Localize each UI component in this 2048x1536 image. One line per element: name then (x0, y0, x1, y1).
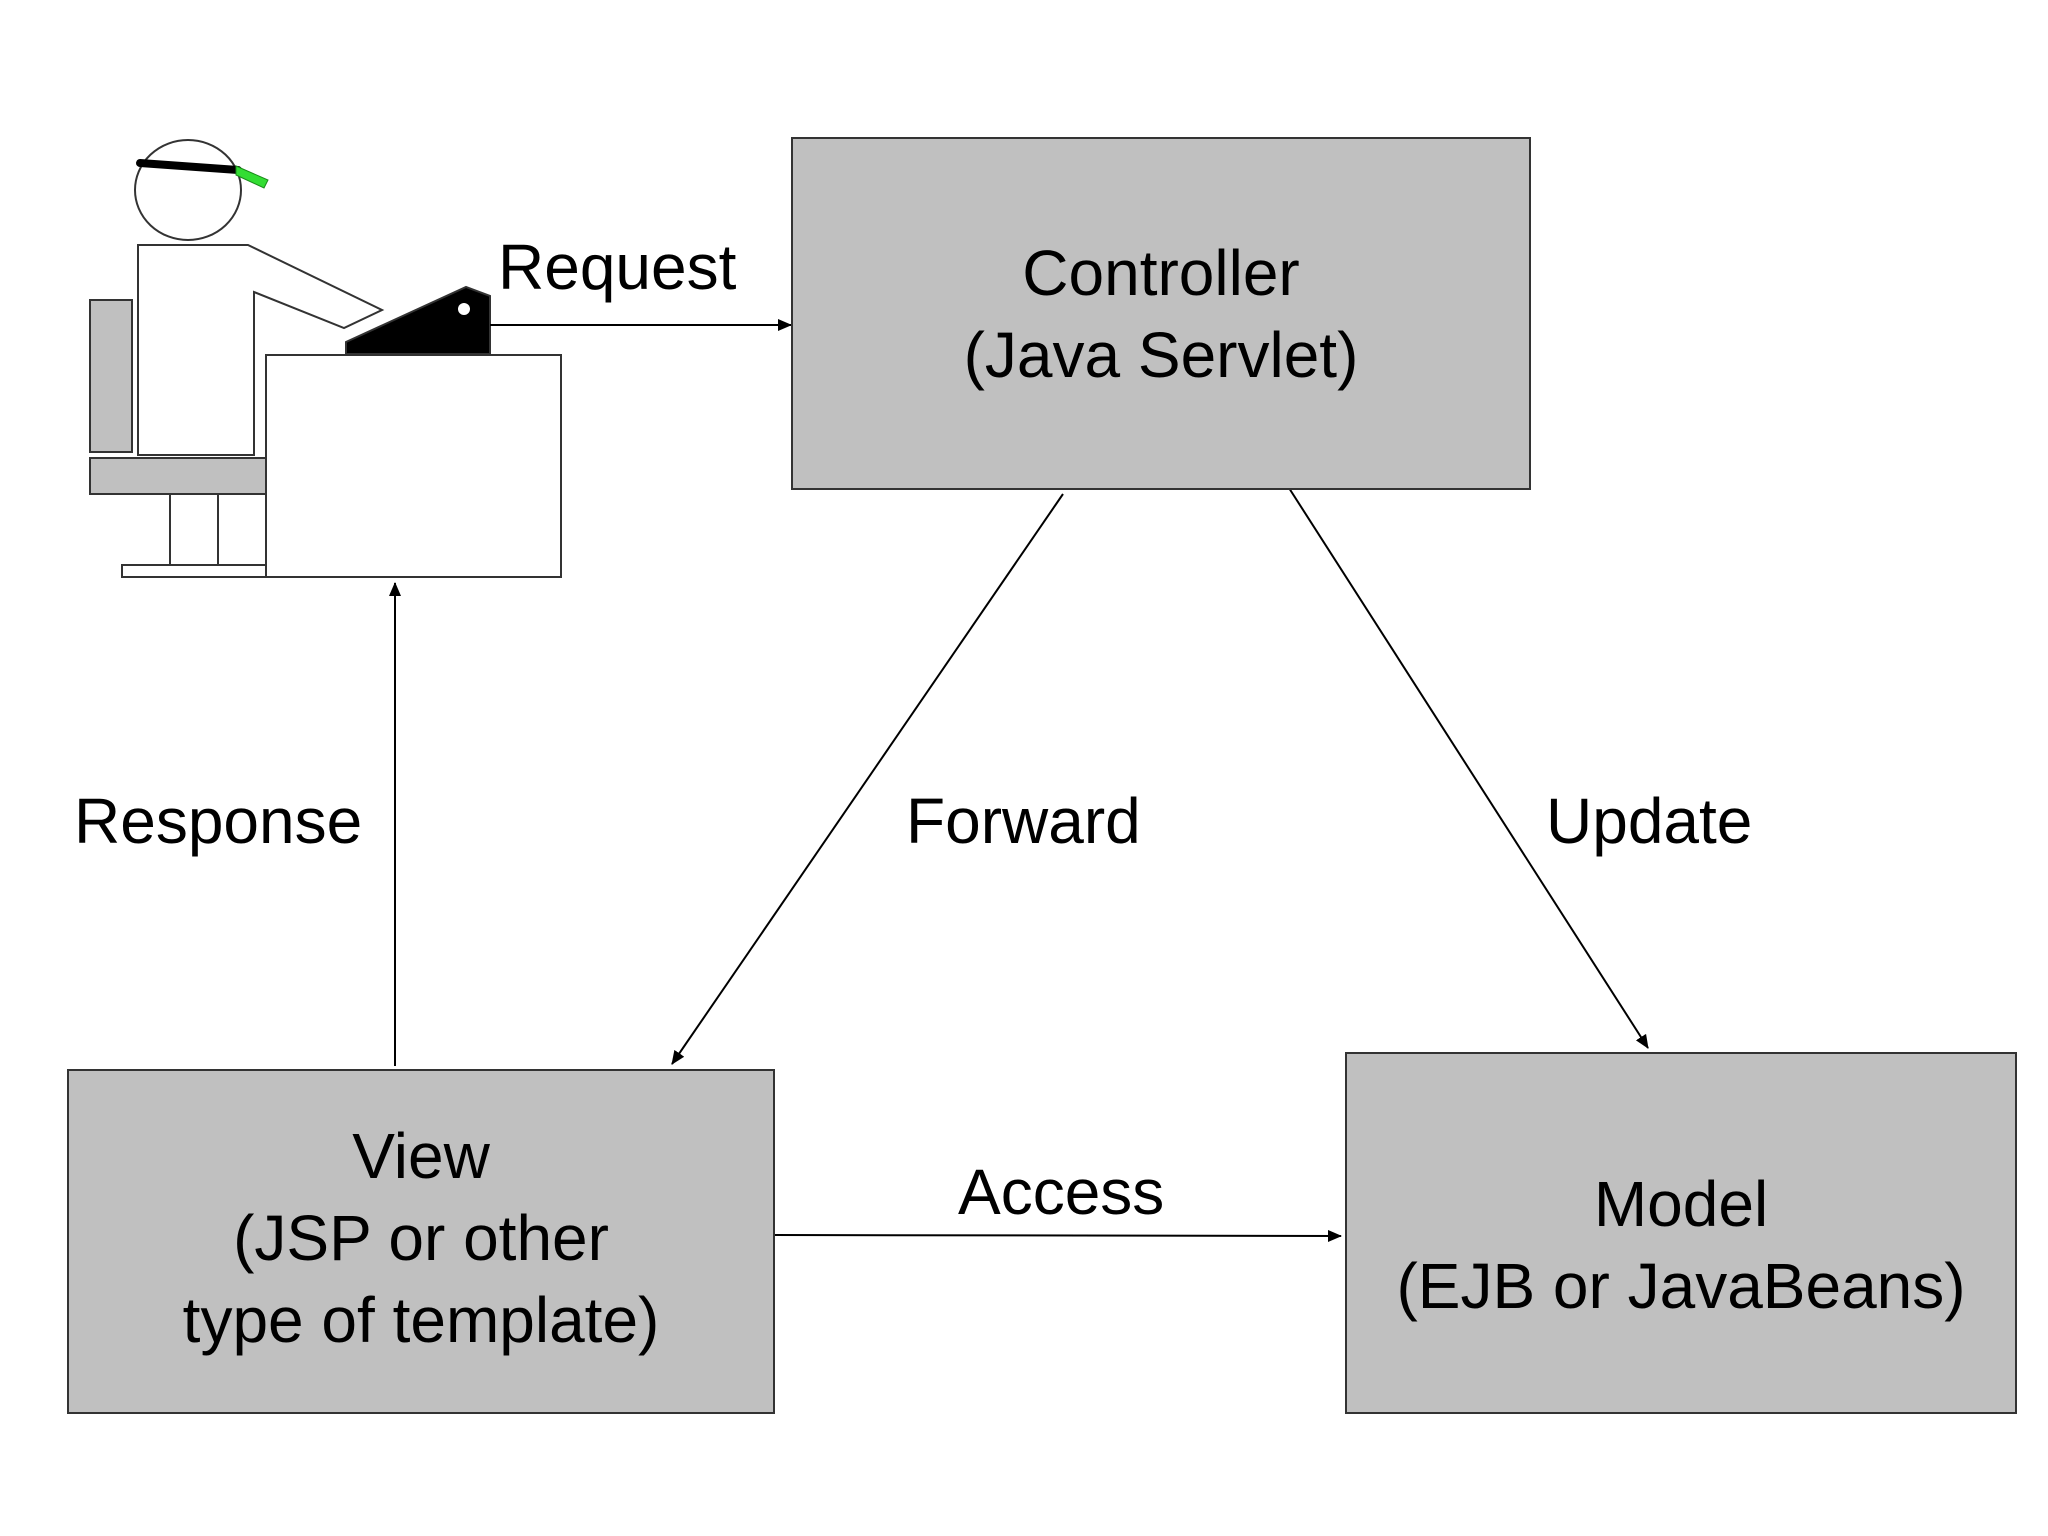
forward-label: Forward (906, 785, 1141, 857)
view-box: View (JSP or other type of template) (67, 1069, 775, 1414)
person-at-computer-icon (89, 139, 562, 578)
forward-arrow (671, 493, 1064, 1065)
response-label: Response (74, 785, 363, 857)
controller-box: Controller (Java Servlet) (791, 137, 1531, 490)
view-title: View (352, 1119, 490, 1192)
update-label: Update (1546, 785, 1753, 857)
access-arrow (774, 1229, 1342, 1242)
controller-title: Controller (1022, 236, 1300, 309)
model-title: Model (1593, 1168, 1769, 1240)
request-label: Request (498, 231, 737, 303)
controller-subtitle: (Java Servlet) (963, 318, 1359, 391)
view-subtitle-line1: (JSP or other (233, 1201, 609, 1274)
view-subtitle-line2: type of template) (182, 1283, 660, 1356)
model-subtitle: (EJB or JavaBeans) (1396, 1250, 1966, 1322)
model-box: Model (EJB or JavaBeans) (1345, 1052, 2017, 1414)
update-arrow (1288, 487, 1649, 1049)
access-label: Access (958, 1156, 1165, 1228)
